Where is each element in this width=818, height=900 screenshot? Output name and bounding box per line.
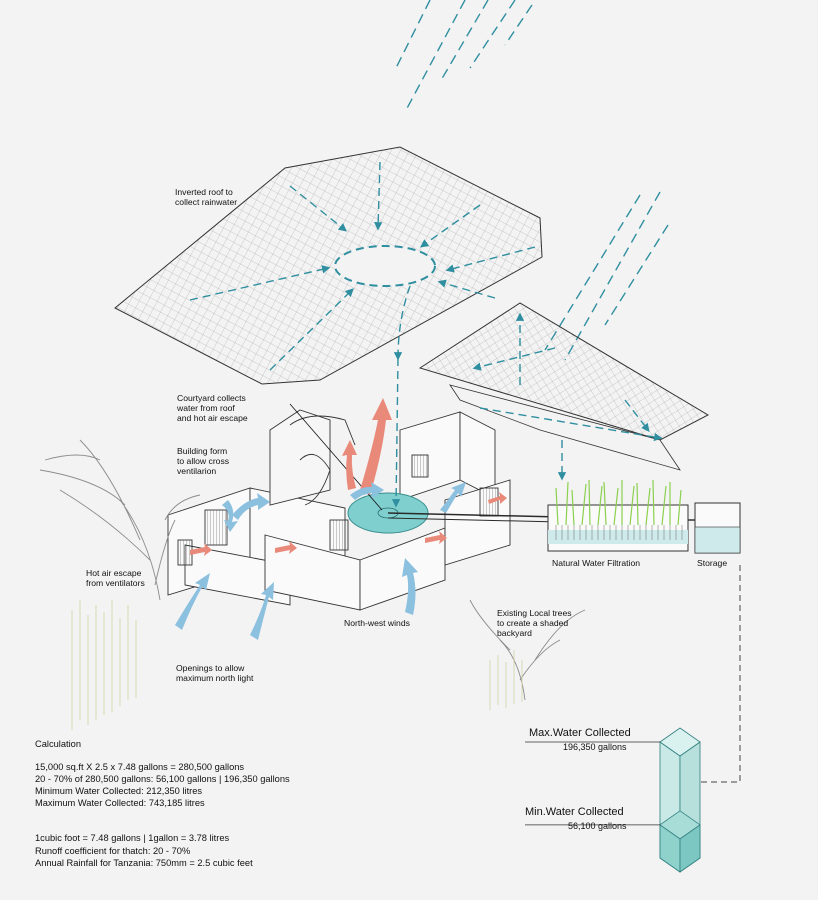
storage-tank: [688, 502, 741, 554]
gauge-max-value: 196,350 gallons: [563, 742, 627, 752]
label-openings: Openings to allow maximum north light: [176, 663, 254, 683]
calc-line: Runoff coefficient for thatch: 20 - 70%: [35, 846, 191, 856]
calc-line: Minimum Water Collected: 212,350 litres: [35, 786, 203, 796]
calc-line: 20 - 70% of 280,500 gallons: 56,100 gall…: [35, 774, 290, 784]
gauge-max-title: Max.Water Collected: [529, 727, 631, 739]
hot-air-arrows: [190, 398, 507, 556]
rain-lines-right: [544, 191, 669, 361]
label-hot-air: Hot air escape from ventilators: [86, 568, 145, 588]
label-existing-trees: Existing Local trees to create a shaded …: [497, 608, 572, 638]
calc-line: 1cubic foot = 7.48 gallons | 1gallon = 3…: [35, 833, 230, 843]
label-courtyard: Courtyard collects water from roof and h…: [177, 393, 248, 423]
gauge-min-top-face: [659, 810, 701, 840]
label-building-form: Building form to allow cross ventilarion: [177, 446, 230, 476]
calc-line: Maximum Water Collected: 743,185 litres: [35, 798, 205, 808]
inverted-roof: [114, 146, 543, 385]
calc-line: 15,000 sq.ft X 2.5 x 7.48 gallons = 280,…: [35, 762, 245, 772]
calculation-title: Calculation: [35, 739, 81, 749]
gauge-min-title: Min.Water Collected: [525, 806, 624, 818]
water-gauge: [525, 727, 701, 873]
gauge-min-value: 56,100 gallons: [568, 821, 627, 831]
rain-lines-top: [394, 0, 533, 113]
trees: [39, 439, 586, 701]
gauge-max-top-face: [659, 727, 701, 757]
storage-to-gauge-line: [700, 565, 741, 783]
label-inverted-roof: Inverted roof to collect rainwater: [175, 187, 238, 207]
courtyard-water: [289, 357, 561, 534]
cool-air-arrows: [175, 482, 466, 640]
grasses: [71, 600, 523, 730]
label-storage: Storage: [697, 558, 728, 568]
label-filtration: Natural Water Filtration: [552, 558, 641, 568]
filtration-roof: [418, 302, 710, 481]
filtration-tank: [547, 479, 689, 552]
label-north-west: North-west winds: [344, 618, 410, 628]
building: [167, 409, 511, 611]
calc-line: Annual Rainfall for Tanzania: 750mm = 2.…: [35, 858, 253, 868]
